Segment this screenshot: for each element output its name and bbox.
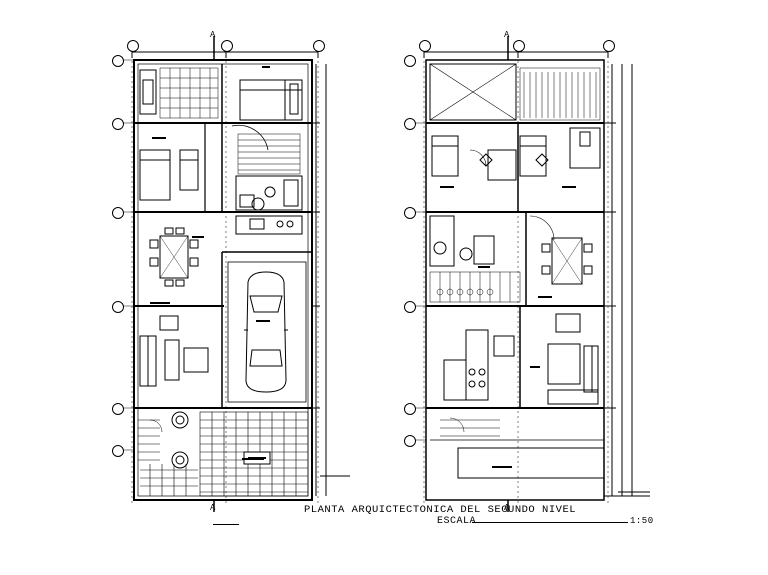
scale-line: [472, 522, 628, 523]
scale-value: 1:50: [630, 516, 654, 526]
drawing-title: PLANTA ARQUICTECTONICA DEL SEGUNDO NIVEL: [304, 504, 577, 516]
left-floor-plan: [120, 36, 350, 512]
axis-bubble-row-a-right: [404, 435, 416, 447]
axis-bubble-left-1: [127, 40, 139, 52]
title-underline: [213, 524, 239, 525]
axis-bubble-left-3: [313, 40, 325, 52]
axis-bubble-row-e-right: [404, 118, 416, 130]
axis-bubble-row-d-left: [112, 207, 124, 219]
axis-bubble-row-b-left: [112, 403, 124, 415]
axis-bubble-right-3: [603, 40, 615, 52]
axis-bubble-row-a-left: [112, 445, 124, 457]
axis-bubble-row-c-left: [112, 301, 124, 313]
section-mark-bottom-left: A: [210, 503, 216, 512]
axis-bubble-row-e-left: [112, 118, 124, 130]
axis-bubble-row-d-right: [404, 207, 416, 219]
axis-bubble-row-f-left: [112, 55, 124, 67]
scale-label: ESCALA: [437, 516, 477, 527]
axis-bubble-row-b-right: [404, 403, 416, 415]
section-mark-top-left: A: [210, 30, 216, 39]
axis-bubble-right-1: [419, 40, 431, 52]
right-floor-plan: [412, 36, 650, 512]
axis-bubble-row-f-right: [404, 55, 416, 67]
axis-bubble-right-2: [513, 40, 525, 52]
axis-bubble-row-c-right: [404, 301, 416, 313]
section-mark-top-right: A: [504, 30, 510, 39]
axis-bubble-left-2: [221, 40, 233, 52]
section-mark-bottom-right: A: [504, 503, 510, 512]
